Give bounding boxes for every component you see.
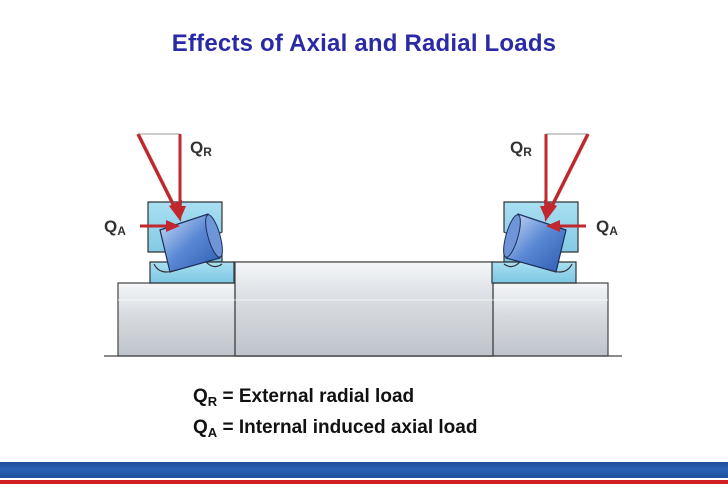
left-radial-q: Q: [190, 138, 203, 157]
legend-text: = External radial load: [217, 386, 415, 407]
left-radial-sub: R: [203, 145, 212, 159]
right-radial-sub: R: [523, 145, 532, 159]
right-radial-load-label: QR: [510, 138, 532, 159]
legend-symbol: Q: [193, 386, 208, 407]
footer-rule: [0, 480, 728, 484]
right-axial-load-arrow: [546, 220, 586, 232]
slide-title: Effects of Axial and Radial Loads: [171, 30, 557, 57]
shaft: [104, 261, 622, 357]
left-bearing-roller: [159, 213, 221, 273]
left-axial-sub: A: [117, 224, 126, 238]
legend-text: = Internal induced axial load: [217, 417, 478, 438]
right-resultant-load-arrow: [544, 133, 590, 222]
legend-row-radial: QR = External radial load: [193, 384, 477, 415]
right-bearing: [491, 201, 579, 284]
left-resultant-load-arrow: [136, 133, 182, 222]
left-axial-load-arrow: [140, 220, 180, 232]
legend: QR = External radial load QA = Internal …: [193, 384, 477, 446]
right-axial-q: Q: [596, 217, 609, 236]
legend-symbol: Q: [193, 417, 208, 438]
left-axial-load-label: QA: [104, 217, 126, 238]
legend-subscript: R: [207, 394, 218, 409]
right-bearing-roller: [505, 213, 567, 273]
right-axial-load-label: QA: [596, 217, 618, 238]
left-radial-load-label: QR: [190, 138, 212, 159]
legend-subscript: A: [207, 425, 218, 440]
left-bearing: [147, 201, 235, 284]
left-axial-q: Q: [104, 217, 117, 236]
footer-band: [0, 462, 728, 478]
right-radial-q: Q: [510, 138, 523, 157]
right-axial-sub: A: [609, 224, 618, 238]
legend-row-axial: QA = Internal induced axial load: [193, 415, 477, 446]
